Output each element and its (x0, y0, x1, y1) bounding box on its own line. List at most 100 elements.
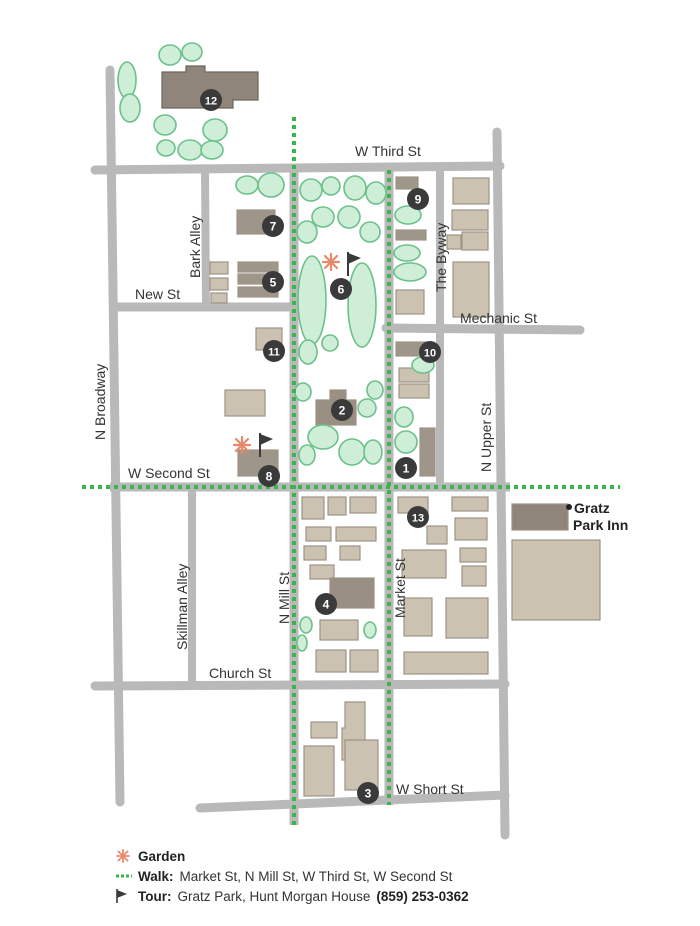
tree (338, 438, 366, 466)
marker-circle (395, 457, 417, 479)
tree (296, 220, 318, 244)
label-new: New St (135, 286, 180, 302)
marker-5[interactable]: 5 (262, 271, 284, 293)
marker-label: 3 (365, 787, 372, 801)
marker-circle (419, 341, 441, 363)
tree (202, 118, 228, 142)
building (403, 597, 433, 637)
building (419, 427, 436, 477)
building (329, 577, 375, 609)
hotel-dot-icon (566, 504, 572, 510)
building (445, 597, 489, 639)
building (319, 619, 359, 641)
tree (321, 176, 341, 196)
building (327, 496, 347, 516)
park-trees (117, 42, 435, 652)
label-n-mill: N Mill St (276, 572, 292, 624)
marker-2[interactable]: 2 (331, 399, 353, 421)
label-n-broadway: N Broadway (92, 364, 108, 440)
marker-label: 8 (266, 470, 273, 484)
marker-label: 13 (412, 513, 424, 525)
marker-12[interactable]: 12 (200, 89, 222, 111)
walk-route (82, 117, 620, 825)
garden-icon (116, 849, 138, 863)
tree (235, 175, 259, 195)
marker-label: 7 (270, 220, 277, 234)
hotel-label-line2: Park Inn (573, 517, 628, 533)
building (403, 651, 489, 675)
marker-8[interactable]: 8 (258, 465, 280, 487)
tree (117, 61, 137, 99)
tree (365, 181, 387, 205)
tree (158, 44, 182, 66)
legend-walk-title: Walk: (138, 868, 174, 884)
marker-circle (330, 278, 352, 300)
building (309, 564, 335, 580)
hotel-label-line1: Gratz (574, 500, 610, 516)
marker-1[interactable]: 1 (395, 457, 417, 479)
tree (153, 114, 177, 136)
marker-label: 4 (323, 598, 330, 612)
tree (298, 444, 316, 466)
marker-13[interactable]: 13 (407, 506, 429, 528)
building (210, 292, 228, 304)
building (349, 496, 377, 514)
marker-7[interactable]: 7 (262, 215, 284, 237)
building (237, 261, 279, 273)
flag-icon (259, 433, 273, 457)
tree (394, 406, 414, 428)
legend-walk-text: Market St, N Mill St, W Third St, W Seco… (179, 868, 453, 884)
marker-circle (357, 782, 379, 804)
building (395, 176, 419, 190)
marker-label: 9 (415, 193, 422, 207)
street-w-short (195, 790, 510, 813)
building (315, 649, 347, 673)
marker-circle (315, 593, 337, 615)
building (209, 261, 229, 275)
legend-walk: Walk: Market St, N Mill St, W Third St, … (116, 866, 676, 886)
legend-tour-phone: (859) 253-0362 (376, 888, 469, 904)
building (303, 745, 335, 797)
building (511, 539, 601, 621)
building (452, 177, 490, 205)
marker-circle (200, 89, 222, 111)
building-3 (344, 739, 379, 791)
tree (311, 206, 335, 228)
tree (366, 380, 384, 400)
marker-6[interactable]: 6 (330, 278, 352, 300)
label-mechanic: Mechanic St (460, 310, 537, 326)
street-n-broadway (105, 65, 125, 807)
building (237, 286, 279, 298)
marker-11[interactable]: 11 (263, 340, 285, 362)
tree (394, 430, 418, 454)
street-network (90, 65, 585, 840)
building-blocks (161, 65, 601, 797)
marker-circle (407, 188, 429, 210)
tree (181, 42, 203, 62)
building (335, 526, 377, 542)
tree (156, 139, 176, 157)
marker-3[interactable]: 3 (357, 782, 379, 804)
building (461, 231, 489, 251)
tree (298, 339, 318, 365)
marker-circle (262, 271, 284, 293)
tree (363, 621, 377, 639)
building (301, 496, 325, 520)
marker-10[interactable]: 10 (419, 341, 441, 363)
tree (393, 244, 421, 262)
tree (200, 140, 224, 160)
tree (337, 205, 361, 229)
building (339, 545, 361, 561)
marker-4[interactable]: 4 (315, 593, 337, 615)
tree (299, 616, 313, 634)
building (224, 389, 266, 417)
building (401, 549, 447, 579)
tree (347, 262, 377, 348)
garden-icon (232, 435, 252, 455)
marker-label: 6 (338, 283, 345, 297)
marker-9[interactable]: 9 (407, 188, 429, 210)
building (459, 547, 487, 563)
gratz-park-inn-building (511, 503, 569, 531)
tree (359, 221, 381, 243)
